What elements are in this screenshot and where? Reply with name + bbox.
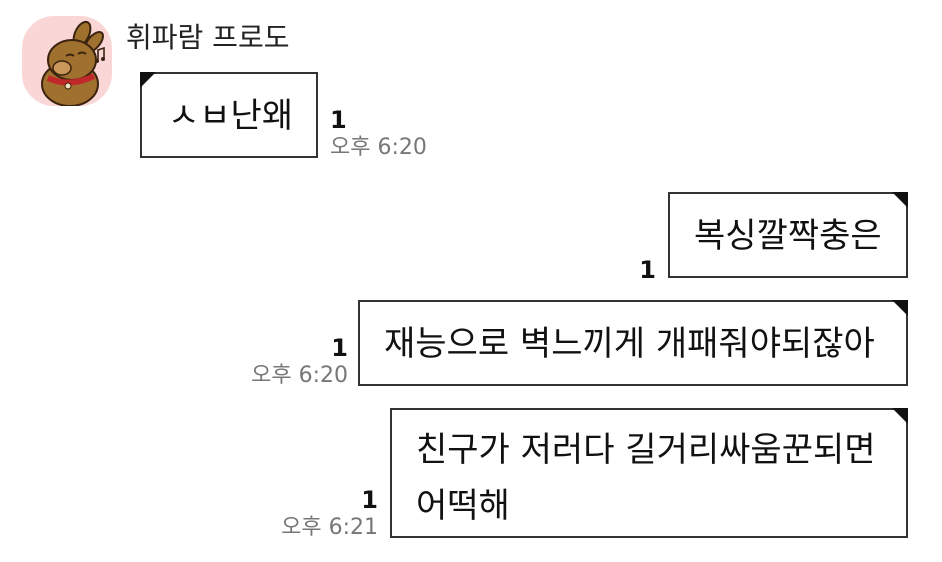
unread-count: 1 (361, 486, 378, 514)
message-bubble-2[interactable]: 복싱깔짝충은 (668, 192, 908, 278)
bubble-tail (892, 300, 908, 316)
message-meta-3: 1 오후 6:20 (236, 334, 348, 390)
bubble-tail (892, 408, 908, 424)
unread-count: 1 (331, 334, 348, 362)
message-bubble-3[interactable]: 재능으로 벽느끼게 개패줘야되잖아 (358, 300, 908, 386)
message-meta-4: 1 오후 6:21 (266, 486, 378, 542)
bear-character-icon (41, 20, 105, 106)
message-bubble-1[interactable]: ㅅㅂ난왜 (140, 72, 318, 158)
message-time: 오후 6:20 (251, 363, 348, 388)
message-time: 오후 6:20 (330, 135, 427, 160)
message-meta-2: 1 (616, 256, 656, 284)
unread-count: 1 (330, 106, 347, 134)
message-time: 오후 6:21 (281, 515, 378, 540)
sender-name: 휘파람 프로도 (126, 21, 290, 54)
bubble-tail (892, 192, 908, 208)
message-meta-1: 1 오후 6:20 (330, 106, 427, 162)
message-bubble-4[interactable]: 친구가 저러다 길거리싸움꾼되면 어떡해 (390, 408, 908, 538)
message-text: 재능으로 벽느끼게 개패줘야되잖아 (384, 324, 875, 364)
message-text: 복싱깔짝충은 (694, 216, 882, 256)
profile-avatar[interactable] (22, 16, 112, 106)
message-text-line-1: 친구가 저러다 길거리싸움꾼되면 (416, 430, 876, 470)
unread-count: 1 (639, 256, 656, 284)
message-text: ㅅㅂ난왜 (168, 96, 294, 136)
bubble-tail (140, 72, 156, 88)
message-text-line-2: 어떡해 (416, 486, 510, 526)
